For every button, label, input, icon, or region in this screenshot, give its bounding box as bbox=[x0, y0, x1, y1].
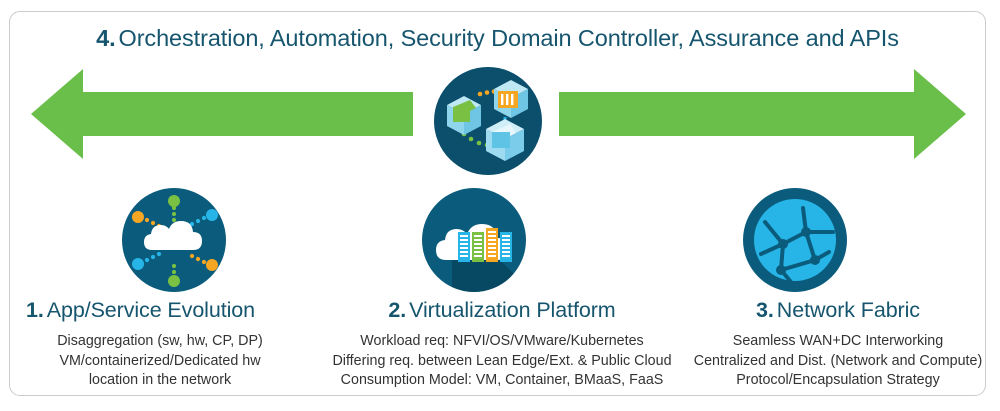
pillar-column-3: 3.Network Fabric Seamless WAN+DC Interwo… bbox=[682, 298, 994, 391]
pillar-2-line-2: Differing req. between Lean Edge/Ext. & … bbox=[332, 352, 672, 369]
pillar-2-title: Virtualization Platform bbox=[409, 298, 616, 322]
pillar-2-line-3: Consumption Model: VM, Container, BMaaS,… bbox=[340, 372, 664, 388]
pillar-2-line-1: Workload req: NFVI/OS/VMware/Kubernetes bbox=[360, 333, 644, 349]
node-bottom-right bbox=[206, 259, 218, 271]
pillar-2-heading: 2.Virtualization Platform bbox=[306, 298, 698, 323]
pillar-column-2: 2.Virtualization Platform Workload req: … bbox=[306, 298, 698, 391]
pillar-column-1: 1.App/Service Evolution Disaggregation (… bbox=[14, 298, 306, 391]
server-rack-1 bbox=[458, 232, 470, 262]
arrow-left-shape bbox=[31, 69, 413, 159]
globe-network-sphere-icon bbox=[743, 188, 847, 292]
pillar-3-number: 3. bbox=[756, 298, 774, 322]
server-rack-4 bbox=[500, 232, 512, 262]
pillar-1-title: App/Service Evolution bbox=[46, 298, 255, 322]
pillar-3-line-1: Seamless WAN+DC Interworking bbox=[732, 333, 944, 349]
cube-orange bbox=[494, 80, 528, 118]
cloud-network-nodes-icon bbox=[122, 188, 226, 292]
pillar-2-description: Workload req: NFVI/OS/VMware/Kubernetes … bbox=[306, 332, 698, 391]
connected-cubes-icon bbox=[434, 67, 542, 175]
node-top-right bbox=[206, 209, 218, 221]
pillar-1-number: 1. bbox=[26, 298, 44, 322]
cube-blue bbox=[486, 119, 524, 161]
node-top-left bbox=[132, 211, 144, 223]
pillar-3-heading: 3.Network Fabric bbox=[682, 298, 994, 323]
pillar-1-line-3: location in the network bbox=[88, 372, 232, 388]
pillar-1-line-1: Disaggregation (sw, hw, CP, DP) bbox=[57, 333, 263, 349]
pillar-3-description: Seamless WAN+DC Interworking Centralized… bbox=[682, 332, 994, 391]
pillar-3-line-3: Protocol/Encapsulation Strategy bbox=[736, 372, 940, 388]
cloud-server-racks-icon bbox=[422, 188, 526, 292]
cube-green bbox=[447, 96, 481, 135]
server-rack-3 bbox=[486, 228, 498, 262]
pillar-3-title: Network Fabric bbox=[776, 298, 920, 322]
pillar-2-number: 2. bbox=[388, 298, 407, 322]
arrow-left bbox=[31, 69, 413, 164]
server-rack-2 bbox=[472, 232, 484, 262]
arrow-right-shape bbox=[559, 69, 966, 159]
cloud-shape bbox=[144, 221, 202, 250]
diagram-title-text: Orchestration, Automation, Security Doma… bbox=[118, 25, 899, 51]
pillar-1-description: Disaggregation (sw, hw, CP, DP) VM/conta… bbox=[14, 332, 306, 391]
arrow-right bbox=[559, 69, 966, 164]
diagram-title: 4.Orchestration, Automation, Security Do… bbox=[10, 25, 985, 52]
diagram-title-number: 4. bbox=[96, 25, 116, 51]
diagram-card: 4.Orchestration, Automation, Security Do… bbox=[9, 11, 986, 396]
pillar-1-heading: 1.App/Service Evolution bbox=[14, 298, 306, 323]
node-bottom-left bbox=[132, 258, 144, 270]
pillar-1-line-2: VM/containerized/Dedicated hw bbox=[59, 352, 261, 369]
node-bottom bbox=[168, 275, 180, 287]
node-top bbox=[168, 195, 180, 207]
pillar-3-line-2: Centralized and Dist. (Network and Compu… bbox=[693, 352, 983, 369]
